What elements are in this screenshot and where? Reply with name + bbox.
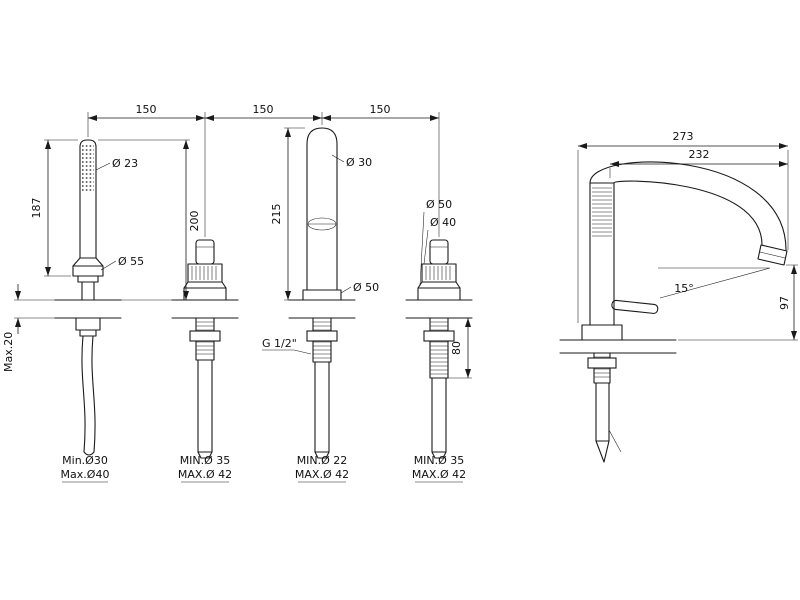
valve-right-drawing	[405, 239, 473, 459]
side-view-drawing	[559, 161, 788, 463]
dim-handshower-diameter: Ø 23	[112, 157, 138, 170]
hole-min-handshower: Min.Ø30	[62, 454, 108, 467]
deck-line	[288, 299, 356, 319]
mounting-nut	[306, 330, 338, 342]
dim-spacing-2: 150	[253, 103, 274, 116]
valve-right-dimensions: Ø 50 Ø 40 80 MIN.Ø 35 MAX.Ø 42	[412, 198, 472, 483]
mounting-nut	[423, 330, 455, 342]
handshower-drawing	[54, 139, 122, 456]
deck-line	[54, 299, 122, 319]
knurl-texture	[191, 266, 217, 280]
thread-texture	[430, 321, 448, 375]
knurl-texture	[425, 266, 451, 280]
hole-max-spout: MAX.Ø 42	[295, 468, 349, 481]
dim-spacing-3: 150	[370, 103, 391, 116]
hole-min-valve-right: MIN.Ø 35	[414, 454, 465, 467]
dim-handshower-length: 187	[30, 198, 43, 219]
hole-max-valve-left: MAX.Ø 42	[178, 468, 232, 481]
dim-outlet-angle: 15°	[674, 282, 694, 295]
shower-hose	[81, 335, 96, 456]
lever-handle	[611, 299, 659, 314]
dim-valve-right-body: Ø 40	[430, 216, 456, 229]
spout-outlet	[757, 244, 788, 266]
hole-max-valve-right: MAX.Ø 42	[412, 468, 466, 481]
hole-max-handshower: Max.Ø40	[61, 468, 110, 481]
dim-spout-diameter: Ø 30	[346, 156, 372, 169]
dim-spout-flange: Ø 50	[353, 281, 379, 294]
dim-deck-thickness: Max.20	[2, 332, 15, 372]
spout-arc-inner	[613, 180, 763, 246]
mounting-nut	[189, 330, 221, 342]
spout-dimensions: Ø 30 215 Ø 50 G 1/2" MIN.Ø 22 MAX.Ø 42	[262, 127, 379, 483]
hole-min-valve-left: MIN.Ø 35	[180, 454, 231, 467]
dim-spout-thread: G 1/2"	[262, 337, 297, 350]
valve-left-drawing	[171, 239, 239, 459]
spout-drawing	[288, 127, 356, 459]
dim-spacing-1: 150	[136, 103, 157, 116]
dim-valve-right-flange: Ø 50	[426, 198, 452, 211]
mounting-nut	[587, 357, 617, 369]
dim-spout-height: 215	[270, 204, 283, 225]
spout-arc-outer	[589, 161, 787, 251]
spray-face-texture	[82, 145, 94, 191]
deck-line	[171, 299, 239, 319]
side-view-dimensions: 273 232 15° 97	[577, 130, 798, 341]
dim-valve-right-shank: 80	[450, 341, 463, 355]
dim-handshower-height: 200	[188, 211, 201, 232]
top-chain-dimensions: 150 150 150	[87, 103, 440, 237]
valve-left-dimensions: MIN.Ø 35 MAX.Ø 42	[178, 454, 232, 483]
dim-spout-reach: 232	[689, 148, 710, 161]
dim-overall-depth: 273	[673, 130, 694, 143]
deck-line	[559, 339, 677, 354]
grip-texture	[592, 187, 612, 237]
deck-line	[405, 299, 473, 319]
dim-spout-outlet-height: 97	[778, 296, 791, 310]
dim-handshower-flange: Ø 55	[118, 255, 144, 268]
handshower-dimensions: Ø 23 Ø 55 187 200 Max.20 Min.Ø30 Max.Ø40	[2, 139, 201, 483]
hole-min-spout: MIN.Ø 22	[297, 454, 348, 467]
